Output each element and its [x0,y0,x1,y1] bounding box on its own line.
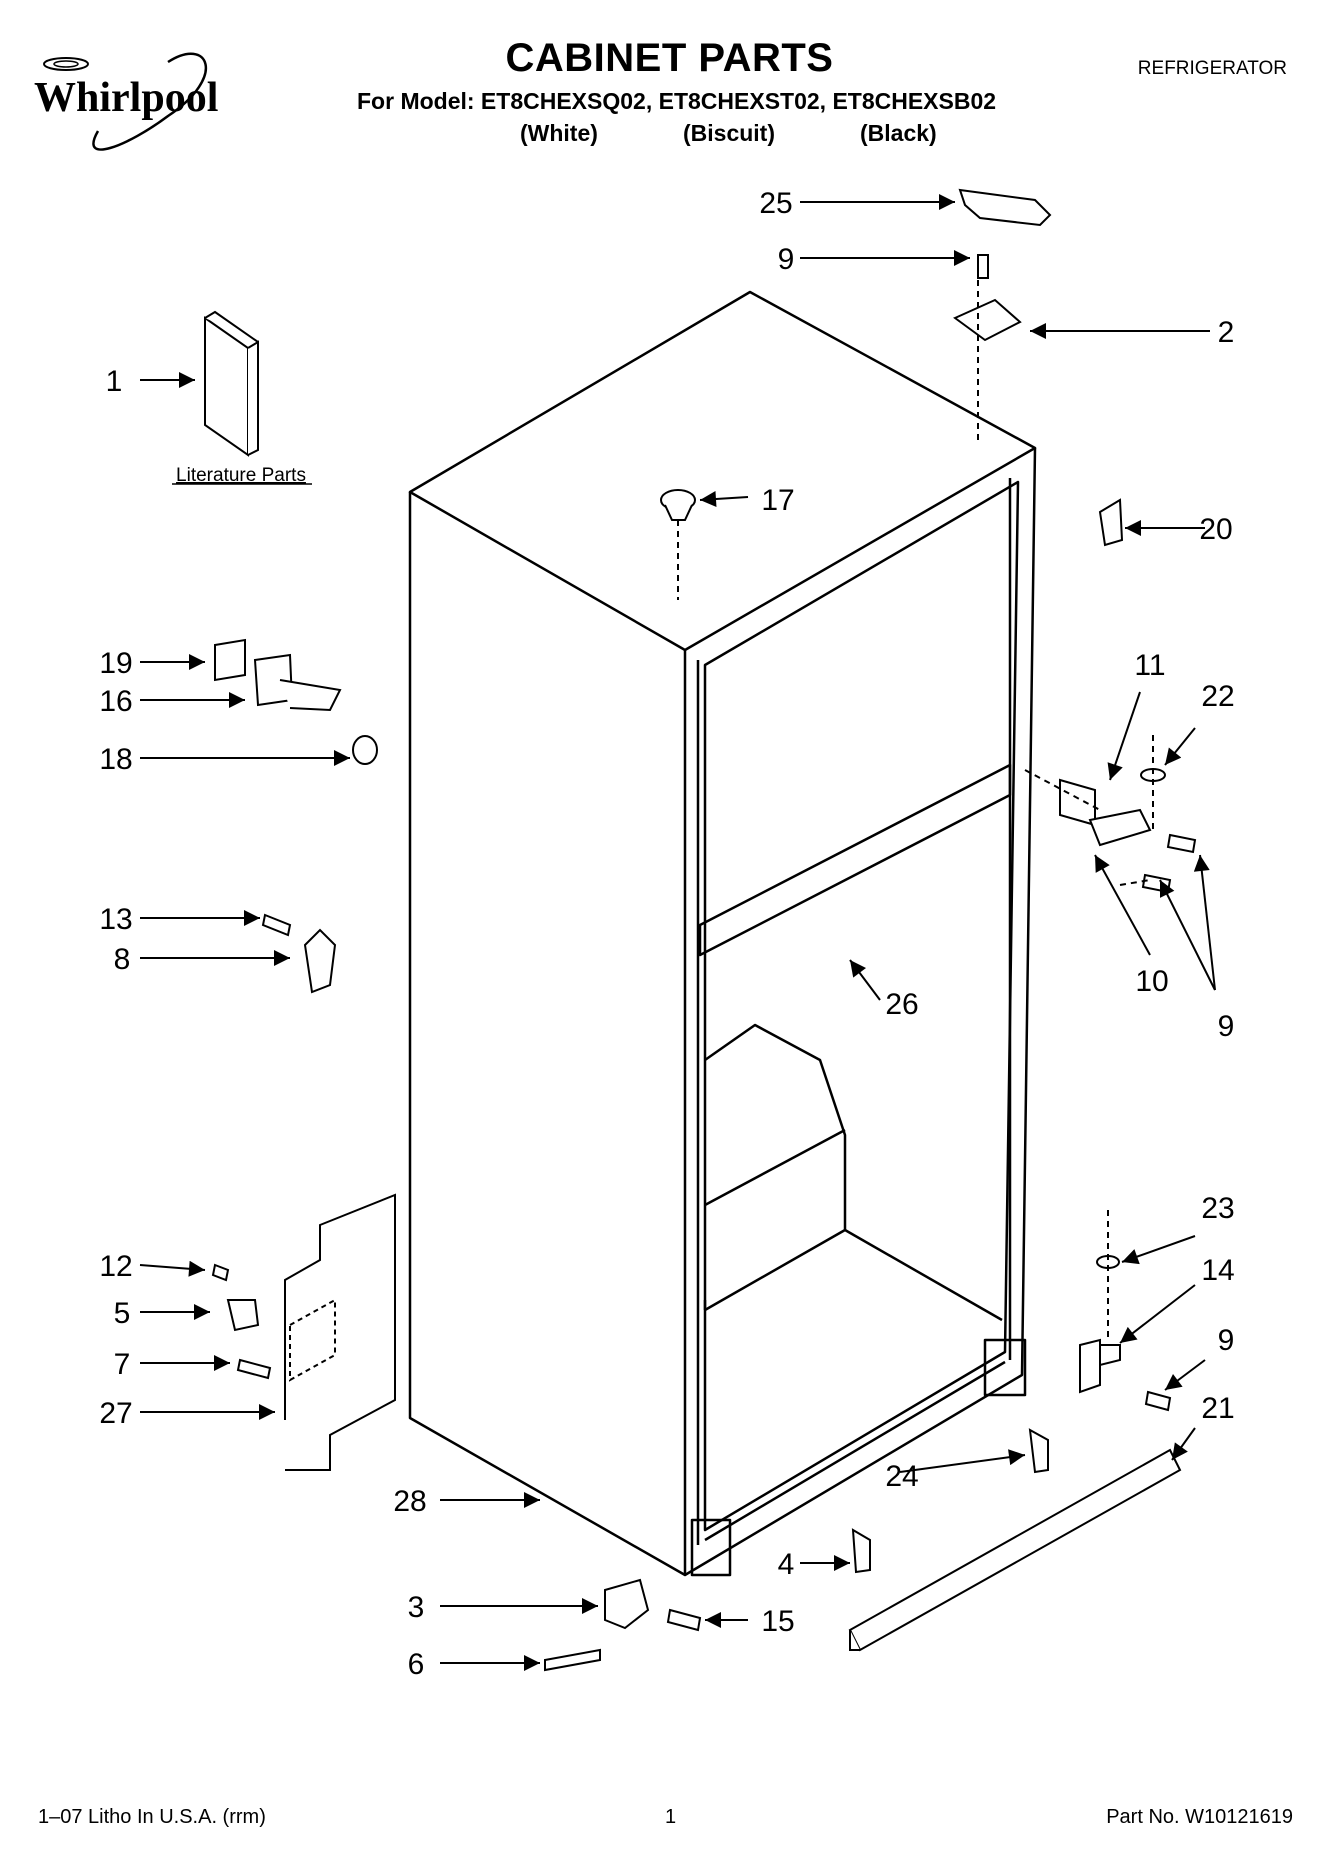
callout-22: 22 [1201,680,1234,713]
callout-14: 14 [1201,1254,1234,1287]
callout-11: 11 [1134,649,1165,682]
callout-20: 20 [1199,513,1232,546]
model-colors: (White) (Biscuit) (Black) [0,120,1339,150]
callout-19: 19 [99,647,132,680]
callout-16: 16 [99,685,132,718]
callout-6: 6 [408,1648,425,1681]
callout-2: 2 [1218,316,1235,349]
callout-1: 1 [106,365,123,398]
callout-15: 15 [761,1605,794,1638]
callout-13: 13 [99,903,132,936]
logo-wordmark: Whirlpool [34,75,219,121]
callout-arrows [139,194,1216,1671]
callout-28: 28 [393,1485,426,1518]
parts-illustrations [204,188,1197,1672]
callout-5: 5 [114,1297,131,1330]
callout-labels: 1 2 3 4 5 6 7 8 9 9 9 9 10 11 12 13 14 1… [99,187,1235,1681]
callout-10: 10 [1135,965,1168,998]
callout-7: 7 [114,1348,131,1381]
callout-25: 25 [759,187,792,220]
callout-9-upper-hinge: 9 [1218,1010,1235,1043]
footer-part-number: Part No. W10121619 [1106,1806,1293,1828]
model-numbers: For Model: ET8CHEXSQ02, ET8CHEXST02, ET8… [357,88,997,114]
callout-24: 24 [885,1460,918,1493]
callout-3: 3 [408,1591,425,1624]
assembly-guide-lines [677,280,1154,1340]
footer-print-info: 1–07 Litho In U.S.A. (rrm) [38,1806,266,1828]
callout-9-top: 9 [778,243,795,276]
callout-18: 18 [99,743,132,776]
callout-12: 12 [99,1250,132,1283]
footer-page-number: 1 [665,1806,677,1828]
whirlpool-logo: Whirlpool [18,36,268,166]
callout-26: 26 [885,988,918,1021]
kick-plate-panel [284,1193,396,1471]
color-white: (White) [520,120,598,146]
logo-swoosh-icon [43,52,208,151]
callout-8: 8 [114,943,131,976]
callout-23: 23 [1201,1192,1234,1225]
color-biscuit: (Biscuit) [683,120,775,146]
callout-27: 27 [99,1397,132,1430]
color-black: (Black) [860,120,937,146]
callout-17: 17 [761,484,794,517]
callout-4: 4 [778,1548,795,1581]
appliance-category: REFRIGERATOR [1137,58,1287,79]
callout-21: 21 [1201,1392,1234,1425]
literature-parts-label: Literature Parts [176,465,306,486]
cabinet-outline [408,290,1037,1577]
callout-9-lower-hinge: 9 [1218,1324,1235,1357]
page-title: CABINET PARTS [505,36,834,80]
